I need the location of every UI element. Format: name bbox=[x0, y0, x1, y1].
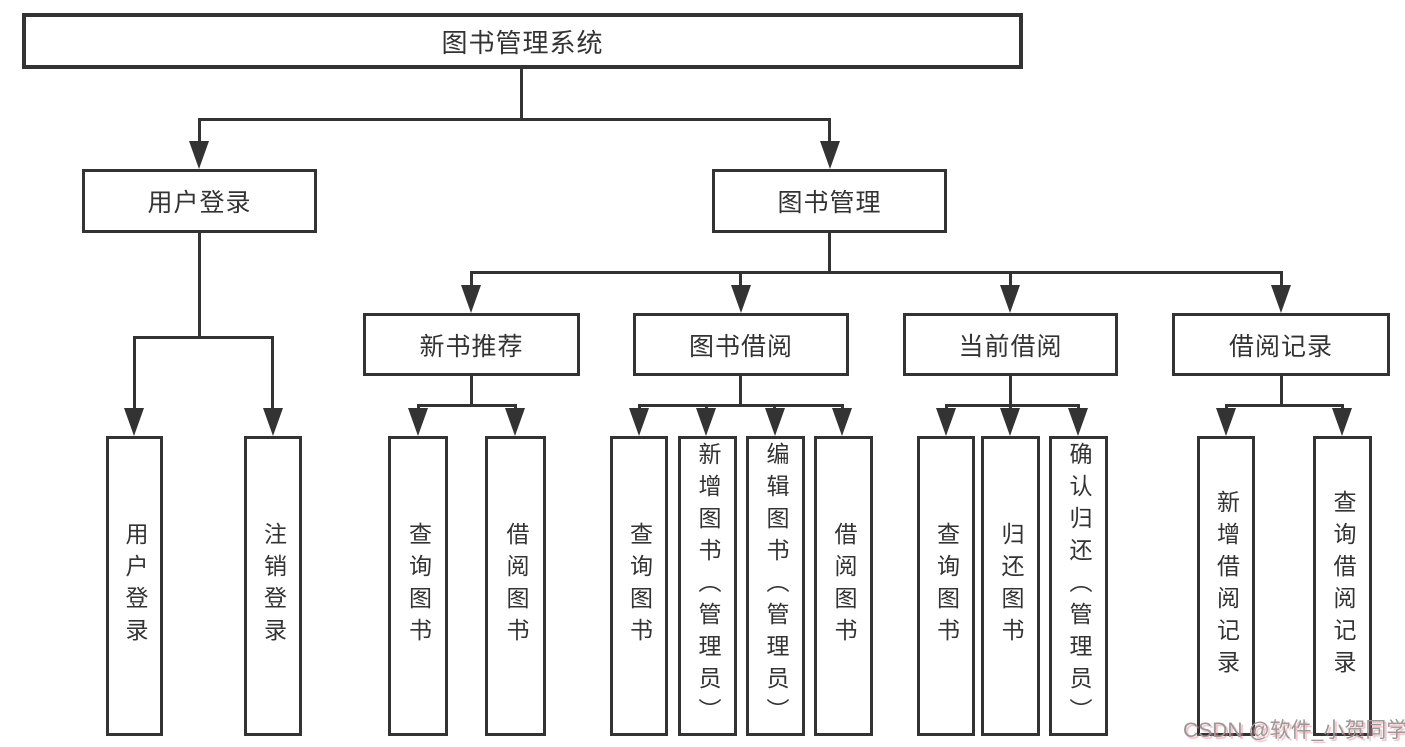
edge-line bbox=[271, 336, 274, 412]
arrow-down-icon bbox=[408, 408, 428, 436]
leaf-query-borrow-record: 查询借阅记录 bbox=[1313, 436, 1372, 736]
edge-line bbox=[470, 271, 473, 289]
leaf-confirm-return-admin: 确认归还（管理员） bbox=[1049, 436, 1108, 736]
csdn-watermark: CSDN @软件_小贺同学 bbox=[1183, 719, 1405, 742]
edge-line bbox=[133, 336, 274, 339]
leaf-label: 借阅图书 bbox=[831, 522, 857, 650]
leaf-borrow-books-recommend: 借阅图书 bbox=[485, 436, 546, 736]
leaf-add-book-admin: 新增图书（管理员） bbox=[678, 436, 737, 736]
edge-line bbox=[198, 233, 201, 336]
leaf-label: 确认归还（管理员） bbox=[1066, 442, 1092, 730]
leaf-user-login: 用户登录 bbox=[106, 436, 163, 736]
arrow-down-icon bbox=[461, 285, 481, 313]
arrow-down-icon bbox=[1271, 285, 1291, 313]
node-root-label: 图书管理系统 bbox=[441, 27, 604, 58]
edge-line bbox=[198, 118, 201, 144]
leaf-borrow-books: 借阅图书 bbox=[814, 436, 873, 736]
node-user-login: 用户登录 bbox=[82, 169, 317, 233]
arrow-down-icon bbox=[731, 285, 751, 313]
edge-line bbox=[1280, 376, 1283, 406]
edge-line bbox=[1009, 271, 1012, 289]
edge-line bbox=[1280, 271, 1283, 289]
edge-line bbox=[828, 118, 831, 144]
leaf-label: 新增图书（管理员） bbox=[695, 442, 721, 730]
arrow-down-icon bbox=[1332, 408, 1352, 436]
node-book-borrow: 图书借阅 bbox=[633, 313, 849, 376]
node-new-book-recommend-label: 新书推荐 bbox=[419, 332, 524, 361]
edge-line bbox=[638, 404, 843, 407]
leaf-logout: 注销登录 bbox=[244, 436, 302, 736]
node-borrow-records: 借阅记录 bbox=[1172, 313, 1390, 376]
arrow-down-icon bbox=[820, 141, 840, 169]
arrow-down-icon bbox=[1000, 408, 1020, 436]
edge-line bbox=[520, 69, 523, 118]
edge-line bbox=[739, 376, 742, 406]
leaf-label: 编辑图书（管理员） bbox=[763, 442, 789, 730]
edge-line bbox=[417, 404, 516, 407]
node-current-borrow-label: 当前借阅 bbox=[958, 332, 1063, 361]
edge-line bbox=[133, 336, 136, 412]
arrow-down-icon bbox=[936, 408, 956, 436]
leaf-label: 查询图书 bbox=[626, 522, 653, 650]
arrow-down-icon bbox=[1068, 408, 1088, 436]
arrow-down-icon bbox=[1216, 408, 1236, 436]
edge-line bbox=[470, 376, 473, 406]
node-book-borrow-label: 图书借阅 bbox=[688, 332, 793, 361]
leaf-edit-book-admin: 编辑图书（管理员） bbox=[746, 436, 805, 736]
edge-line bbox=[198, 118, 831, 121]
leaf-label: 查询借阅记录 bbox=[1330, 490, 1356, 682]
arrow-down-icon bbox=[1000, 285, 1020, 313]
leaf-query-books-recommend: 查询图书 bbox=[388, 436, 448, 736]
edge-line bbox=[1225, 404, 1343, 407]
node-book-management: 图书管理 bbox=[712, 169, 947, 233]
arrow-down-icon bbox=[832, 408, 852, 436]
edge-line bbox=[739, 271, 742, 289]
leaf-query-books-current: 查询图书 bbox=[917, 436, 975, 736]
leaf-return-book: 归还图书 bbox=[981, 436, 1040, 736]
leaf-label: 用户登录 bbox=[122, 522, 148, 650]
arrow-down-icon bbox=[629, 408, 649, 436]
node-new-book-recommend: 新书推荐 bbox=[363, 313, 580, 376]
edge-line bbox=[828, 233, 831, 271]
leaf-label: 新增借阅记录 bbox=[1213, 490, 1240, 682]
node-borrow-records-label: 借阅记录 bbox=[1228, 332, 1333, 361]
arrow-down-icon bbox=[765, 408, 785, 436]
leaf-label: 借阅图书 bbox=[503, 522, 529, 650]
node-root: 图书管理系统 bbox=[22, 13, 1023, 69]
leaf-label: 查询图书 bbox=[405, 522, 432, 650]
arrow-down-icon bbox=[696, 408, 716, 436]
edge-line bbox=[470, 271, 1282, 274]
leaf-label: 注销登录 bbox=[260, 522, 287, 650]
node-book-management-label: 图书管理 bbox=[777, 189, 882, 217]
edge-line bbox=[1009, 376, 1012, 406]
node-current-borrow: 当前借阅 bbox=[903, 313, 1118, 376]
leaf-label: 查询图书 bbox=[933, 522, 960, 650]
leaf-query-books-borrow: 查询图书 bbox=[610, 436, 668, 736]
node-user-login-label: 用户登录 bbox=[147, 189, 252, 217]
arrow-down-icon bbox=[505, 408, 525, 436]
arrow-down-icon bbox=[189, 141, 209, 169]
arrow-down-icon bbox=[263, 408, 283, 436]
arrow-down-icon bbox=[124, 408, 144, 436]
leaf-add-borrow-record: 新增借阅记录 bbox=[1197, 436, 1255, 736]
leaf-label: 归还图书 bbox=[998, 522, 1024, 650]
